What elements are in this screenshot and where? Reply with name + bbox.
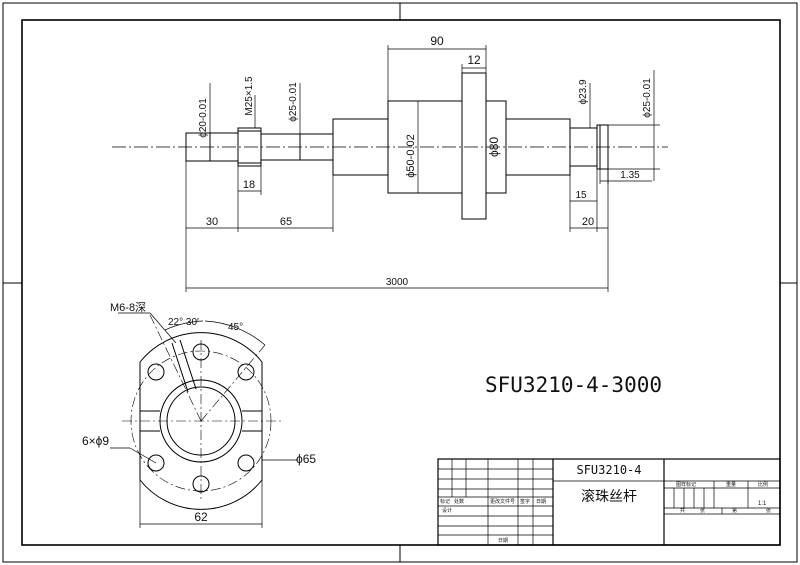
tb-label-sign: 签字 — [520, 498, 530, 505]
tb-label-count: 处数 — [454, 498, 464, 505]
dim-d-right-1: ϕ23.9 — [578, 79, 589, 105]
tb-label-doc: 更改文件号 — [490, 498, 515, 505]
main-title: SFU3210-4-3000 — [485, 373, 662, 397]
tb-label-date: 日期 — [536, 499, 546, 505]
dim-right-20: 20 — [582, 216, 594, 228]
side-view-dimensions — [185, 45, 660, 292]
side-view — [112, 72, 668, 220]
tb-label-sheet-2: 张 — [766, 507, 771, 514]
dim-thread-length: 18 — [243, 179, 255, 191]
dim-d-end: ϕ20-0.01 — [198, 98, 209, 138]
dim-pcd: ϕ65 — [296, 452, 316, 466]
tb-label-scale: 比例 — [758, 481, 768, 488]
tb-label-no: 第 — [732, 507, 737, 514]
front-view-dimensions — [110, 312, 298, 528]
dim-right-15: 15 — [575, 190, 587, 201]
tb-label-weight: 重量 — [726, 481, 736, 488]
tb-label-date-2: 日期 — [498, 538, 508, 544]
tb-label-total: 共 — [680, 507, 685, 514]
dim-d-right-2: ϕ25-0.01 — [642, 78, 653, 118]
dim-left-end-length: 30 — [206, 216, 218, 228]
title-block-text: SFU3210-4 滚珠丝杆 标记 处数 更改文件号 签字 日期 设计 日期 图… — [440, 463, 771, 544]
tb-label-mark: 标记 — [440, 498, 450, 505]
dim-angle-1: 22° 30′ — [168, 317, 199, 328]
title-block — [437, 458, 781, 546]
tb-label-sheet: 张 — [700, 507, 705, 514]
part-name: 滚珠丝杆 — [581, 488, 637, 504]
dim-left-shaft-length: 65 — [280, 216, 292, 228]
dim-tapped-hole: M6-8深 — [110, 301, 146, 314]
dim-groove: 1.35 — [620, 170, 640, 181]
tb-scale-value: 1:1 — [758, 501, 767, 507]
tb-label-design: 设计 — [442, 507, 452, 514]
dim-flange-width: 12 — [467, 53, 481, 67]
dim-d-nut: ϕ50-0.02 — [405, 134, 417, 177]
tb-label-drawing-mark: 图样标记 — [676, 481, 696, 488]
side-view-labels: 90 12 30 65 18 3000 15 20 1.35 ϕ20-0.01 … — [198, 34, 653, 288]
dim-d-flange: ϕ80 — [487, 137, 501, 157]
front-view-centerlines — [122, 314, 284, 500]
dim-angle-2: 45° — [228, 322, 243, 333]
dim-nut-length: 90 — [430, 34, 444, 48]
dim-total-length: 3000 — [386, 277, 409, 288]
dim-d-shaft-left: ϕ25-0.01 — [288, 82, 299, 122]
dim-holes: 6×ϕ9 — [82, 434, 109, 448]
dim-thread: M25×1.5 — [244, 76, 255, 116]
front-view-labels: M6-8深 22° 30′ 45° 6×ϕ9 ϕ65 62 — [82, 301, 316, 524]
part-number: SFU3210-4 — [576, 463, 641, 477]
dim-width: 62 — [194, 510, 208, 524]
